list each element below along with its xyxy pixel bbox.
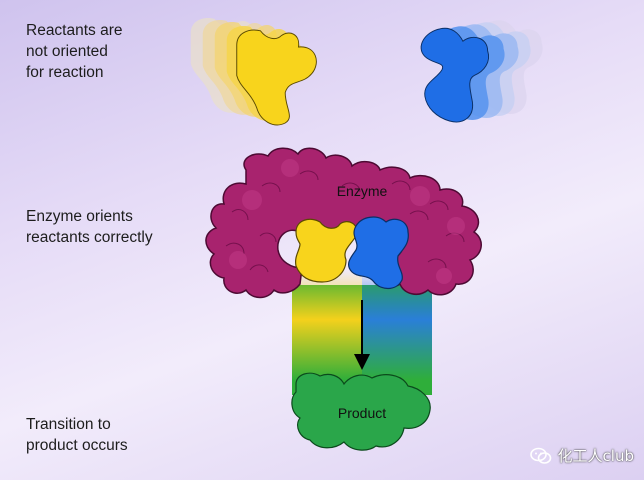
caption-not-oriented: Reactants are not oriented for reaction bbox=[26, 22, 123, 81]
wechat-icon bbox=[529, 447, 551, 464]
product-shape bbox=[291, 372, 431, 451]
blue-reactant-free bbox=[420, 20, 543, 123]
reaction-arrow bbox=[354, 300, 370, 370]
watermark-text: 化工人club bbox=[557, 447, 634, 465]
yellow-reactant-bound bbox=[294, 218, 358, 283]
yellow-reactant-free bbox=[190, 18, 317, 126]
watermark: 化工人club bbox=[529, 445, 634, 466]
caption-enzyme-orients: Enzyme orients reactants correctly bbox=[26, 208, 153, 246]
product-label: Product bbox=[338, 405, 386, 421]
enzyme-label: Enzyme bbox=[337, 183, 388, 199]
blue-reactant-bound bbox=[348, 216, 409, 290]
caption-transition: Transition to product occurs bbox=[26, 416, 128, 454]
